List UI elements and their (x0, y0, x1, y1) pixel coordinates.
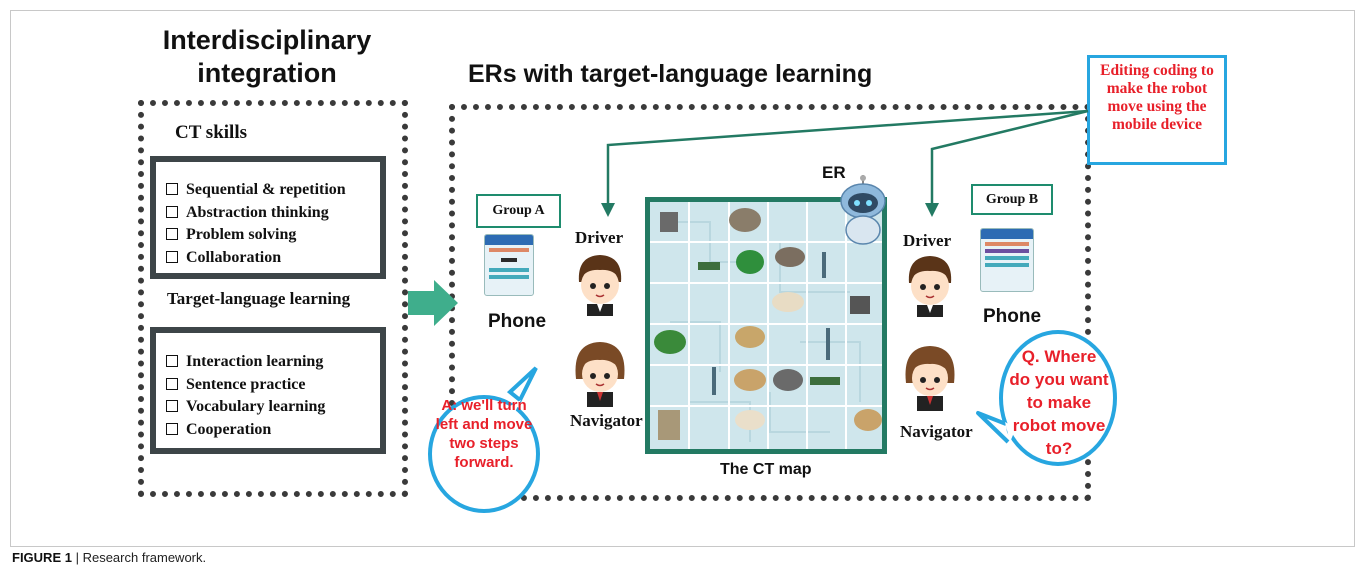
ct-map-grid (650, 202, 882, 449)
group-b-box: Group B (971, 184, 1053, 215)
target-language-item: Interaction learning (166, 351, 380, 374)
group-a-navigator-avatar (575, 342, 625, 407)
robot-icon (840, 175, 886, 245)
group-b-navigator-avatar (905, 346, 955, 411)
group-a-label: Group A (492, 203, 545, 218)
group-b-phone-label: Phone (983, 306, 1042, 327)
group-a-driver-avatar (578, 255, 622, 316)
target-language-item: Sentence practice (166, 374, 380, 397)
group-b-driver-label: Driver (903, 231, 952, 250)
group-b-phone-image (980, 228, 1034, 292)
ct-skill-item: Problem solving (166, 224, 380, 247)
figure-caption: FIGURE 1 | Research framework. (12, 550, 206, 565)
ct-skill-item: Sequential & repetition (166, 179, 380, 202)
ct-skill-item: Abstraction thinking (166, 202, 380, 225)
map-label: The CT map (720, 461, 812, 478)
figure-frame (10, 10, 1355, 547)
left-title: Interdisciplinary integration (162, 25, 372, 88)
target-language-item: Cooperation (166, 419, 380, 442)
ct-map (645, 197, 887, 454)
group-b-driver-avatar (908, 256, 952, 317)
editing-note-box: Editing coding to make the robot move us… (1087, 55, 1227, 165)
group-a-box: Group A (476, 194, 561, 228)
ct-skills-heading: CT skills (175, 122, 247, 143)
group-b-navigator-label: Navigator (900, 422, 973, 441)
editing-note-text: Editing coding to make the robot move us… (1100, 62, 1214, 133)
speech-bubble-b (976, 330, 1117, 466)
bubble-b-text: Q. Where do you want to make robot move … (1009, 347, 1109, 458)
target-language-heading: Target-language learning (167, 289, 351, 308)
er-label: ER (822, 163, 846, 182)
group-a-navigator-label: Navigator (570, 411, 643, 430)
target-language-item: Vocabulary learning (166, 396, 380, 419)
group-a-phone-label: Phone (488, 311, 547, 332)
caption-text: Research framework. (82, 550, 207, 565)
right-title: ERs with target-language learning (468, 60, 873, 88)
caption-separator: | (71, 550, 83, 565)
speech-bubble-a (428, 366, 540, 513)
caption-prefix: FIGURE 1 (12, 550, 72, 565)
group-a-driver-label: Driver (575, 228, 624, 247)
bubble-a-text: A: we'll turn left and move two steps fo… (435, 397, 533, 471)
left-dotted-box (138, 100, 408, 497)
instruction-arrows (601, 109, 1089, 217)
ct-skill-item: Collaboration (166, 247, 380, 270)
group-b-label: Group B (985, 192, 1039, 207)
connector-arrow (408, 280, 458, 326)
group-a-phone-image (484, 234, 534, 296)
